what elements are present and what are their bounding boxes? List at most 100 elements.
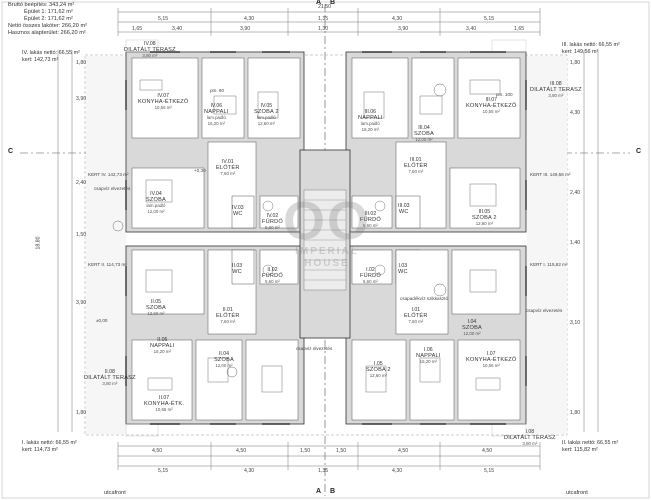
room-code: III.02 <box>364 211 377 217</box>
room-name: SZOBA <box>414 130 434 137</box>
room-code: IV.02 <box>266 213 279 219</box>
dim-top-2: 4,30 <box>244 16 255 22</box>
room-code: I.08 <box>525 429 535 435</box>
drain-label: csapadékvíz szikkasztó <box>400 296 448 301</box>
room-iii-04: III.04 SZOBA 12,00 m² <box>414 125 434 143</box>
garden-ii-label: KERT II. 114,73 m² <box>88 262 127 267</box>
dim-left-3: 1,50 <box>76 232 87 238</box>
room-name: ELŐTÉR <box>216 164 240 171</box>
dim-total-width: 21,50 <box>318 4 331 10</box>
room-name: DILATÁLT TERASZ <box>124 46 176 53</box>
room-i-07: I.07 KONYHA-ÉTKEZŐ 10,55 m² <box>466 351 517 369</box>
room-code: IV.07 <box>157 93 170 99</box>
axis-c-right: C <box>636 148 642 155</box>
dim-top2-6: 3,40 <box>466 26 477 32</box>
room-iii-06: III.06 NAPPALI lam.padló 16,20 m² <box>358 109 383 132</box>
room-iii-02: III.02 FÜRDŐ 5,60 m² <box>360 211 381 229</box>
room-name: FÜRDŐ <box>262 218 283 225</box>
room-area: 5,60 m² <box>363 279 378 285</box>
room-name: ELŐTÉR <box>404 312 428 319</box>
gross-area: Bruttó beépítés: 343,24 m² <box>8 2 75 8</box>
room-code: I.05 <box>374 361 383 367</box>
room-name: KONYHA-ÉTKEZŐ <box>138 98 189 105</box>
room-name: WC <box>232 210 243 217</box>
room-area: 16,20 m² <box>207 120 225 126</box>
dim-total-height: 18,80 <box>35 236 42 250</box>
room-floor: lam.padló <box>256 115 276 121</box>
room-iii-07: III.07 KONYHA-ÉTKEZŐ 10,55 m² <box>466 97 516 115</box>
unit-iv-net: IV. lakás nettó: 66,55 m² <box>22 50 80 56</box>
watermark-mark: OO <box>282 191 371 251</box>
building2-area: Épület 2: 171,62 m² <box>24 16 73 22</box>
room-code: II.03 <box>232 263 243 269</box>
axis-a-top: A <box>316 0 322 6</box>
room-name: DILATÁLT TERASZ <box>530 86 582 93</box>
room-iv-04: IV.04 SZOBA lam.padló 12,00 m² <box>146 191 166 214</box>
room-name: NAPPALI <box>150 342 175 349</box>
room-i-05: I.05 SZOBA 2 12,60 m² <box>366 361 391 379</box>
room-area: 16,20 m² <box>153 349 171 355</box>
room-code: IV.08 <box>144 41 156 47</box>
room-area: 3,80 m² <box>102 381 118 387</box>
room-area: 3,80 m² <box>548 93 564 99</box>
room-name: KONYHA-ÉTKEZŐ <box>466 356 517 363</box>
dim-left-0: 1,80 <box>76 60 87 66</box>
room-code: IV.05 <box>260 103 273 109</box>
garden-i-label: KERT I. 115,82 m² <box>530 262 568 267</box>
room-code: IV.04 <box>150 191 162 197</box>
gutter-label: csapvíz elvezetés <box>94 186 131 191</box>
axis-a-bottom: A <box>316 488 322 495</box>
area-summary: Bruttó beépítés: 343,24 m² Épület 1: 171… <box>8 2 120 37</box>
room-name: KONYHA-ÉTK. <box>144 400 185 407</box>
room-iv-08: IV.08 DILATÁLT TERASZ 3,80 m² <box>124 41 176 59</box>
dim-top2-5: 3,90 <box>398 26 409 32</box>
room-i-06: I.06 NAPPALI 16,20 m² <box>416 347 441 365</box>
unit-iii-info: III. lakás nettó: 66,55 m² kert: 149,56 … <box>562 42 620 55</box>
room-code: III.01 <box>410 157 422 163</box>
room-area: 5,60 m² <box>265 279 280 285</box>
dim-bottom2-6: 4,50 <box>482 448 493 454</box>
watermark-text: IMPERIAL HOUSE <box>295 246 359 269</box>
room-ii-06: II.06 NAPPALI 16,20 m² <box>150 337 175 355</box>
dim-right-2: 2,40 <box>570 190 581 196</box>
dim-left-2: 2,40 <box>76 180 87 186</box>
room-code: II.06 <box>157 337 168 343</box>
dim-top2-2: 3,40 <box>172 26 183 32</box>
room-code: III.03 <box>398 203 410 209</box>
elevation-label: +0,30 <box>194 168 206 173</box>
room-iv-06: IV.06 NAPPALI lam.padló 16,20 m² <box>204 103 229 126</box>
unit-iv-info: IV. lakás nettó: 66,55 m² kert: 142,73 m… <box>22 50 80 63</box>
room-area: 7,60 m² <box>220 171 236 177</box>
room-floor: lam.padló <box>206 115 226 121</box>
gutter-label-right: csapvíz elvezetés <box>526 308 563 313</box>
room-iii-08: III.08 DILATÁLT TERASZ 3,80 m² <box>530 81 582 99</box>
room-area: 12,60 m² <box>369 373 388 379</box>
room-code: I.03 <box>398 263 408 269</box>
gutter-label-center: csapvíz elvezetés <box>296 346 333 351</box>
unit-iii-net: III. lakás nettó: 66,55 m² <box>562 42 620 48</box>
room-code: IV.01 <box>221 159 234 165</box>
room-area: 12,00 m² <box>147 208 165 214</box>
room-name: FÜRDŐ <box>360 272 381 279</box>
dim-bottom-5: 5,15 <box>484 468 495 474</box>
room-floor: lam.padló <box>360 121 380 127</box>
room-code: II.02 <box>267 267 278 273</box>
room-area: 5,60 m² <box>265 225 280 231</box>
dim-top-3: 1,35 <box>318 16 329 22</box>
dim-bottom2-3: 1,50 <box>300 448 311 454</box>
room-code: II.05 <box>150 299 162 305</box>
room-area: 12,00 m² <box>415 137 433 143</box>
room-area: 16,20 m² <box>419 359 437 365</box>
room-area: 12,00 m² <box>463 331 481 337</box>
room-name: SZOBA 2 <box>472 214 497 221</box>
room-ii-01: II.01 ELŐTÉR 7,60 m² <box>216 307 240 325</box>
dim-bottom2-4: 1,50 <box>336 448 347 454</box>
unit-i-net: I. lakás nettó: 66,55 m² <box>22 440 77 446</box>
street-label-left: utcafront <box>104 490 126 496</box>
unit-iv-garden: kert: 142,73 m² <box>22 56 59 63</box>
dim-top-4: 4,30 <box>392 16 403 22</box>
room-iv-01: IV.01 ELŐTÉR 7,60 m² <box>216 159 240 177</box>
room-name: SZOBA 2 <box>254 108 279 115</box>
room-code: III.06 <box>364 109 377 115</box>
